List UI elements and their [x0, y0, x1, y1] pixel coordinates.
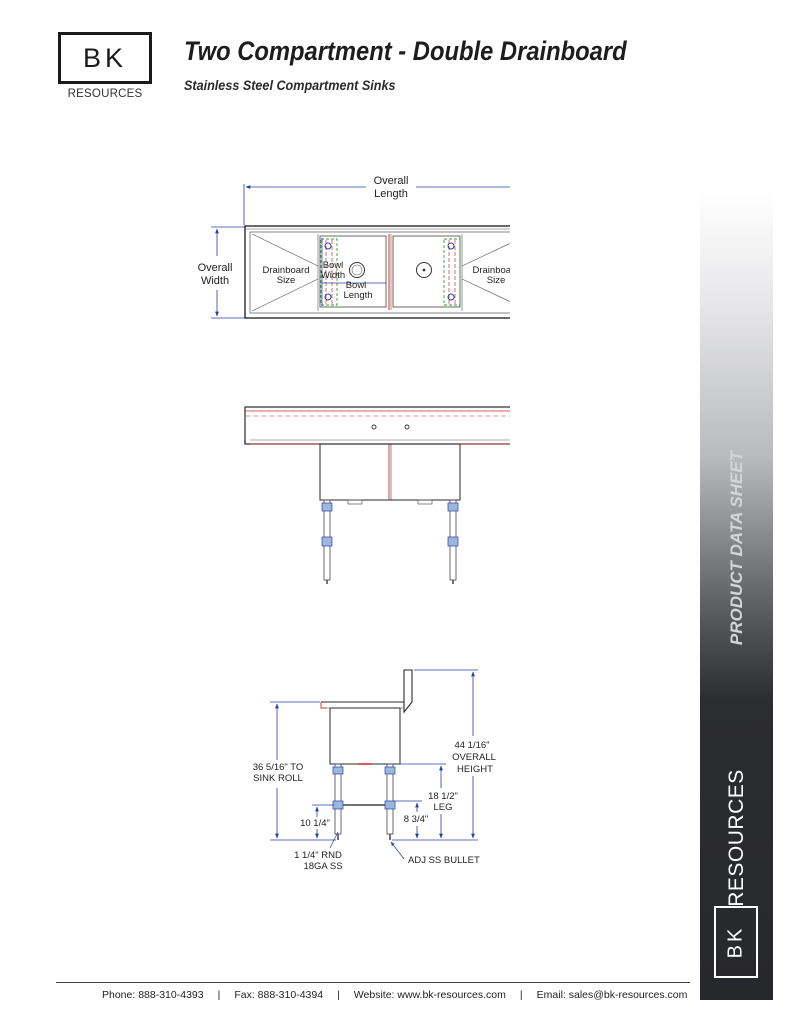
- bowl-width-label-1: Bowl: [323, 260, 344, 271]
- dim-10-1-4-label: 10 1/4": [300, 818, 330, 829]
- bowl-length-label-2: Length: [343, 290, 372, 301]
- drainboard-right-label-2: Size: [487, 275, 505, 286]
- bk-logo: BK: [58, 32, 152, 84]
- footer-contact: Phone: 888-310-4393 | Fax: 888-310-4394 | We…: [102, 989, 687, 1001]
- drainboard-left-label-2: Size: [277, 275, 295, 286]
- overall-width-label-1: Overall: [198, 262, 233, 274]
- side-logo: BK: [714, 906, 758, 978]
- overall-length-label-2: Length: [374, 188, 408, 200]
- overall-length-label-1: Overall: [374, 175, 409, 187]
- adj-ss-bullet-label: ADJ SS BULLET: [408, 855, 480, 866]
- footer-separator: |: [519, 989, 523, 1001]
- footer-website-link[interactable]: Website: www.bk-resources.com: [353, 989, 506, 1001]
- overall-width-label-2: Width: [201, 275, 229, 287]
- page-title: Two Compartment - Double Drainboard: [184, 36, 627, 66]
- leg-tube-label-2: 18GA SS: [303, 861, 342, 872]
- leg-label-2: LEG: [433, 802, 452, 813]
- drainboard-left-label-1: Drainboard: [263, 265, 310, 276]
- footer-email-link[interactable]: Email: sales@bk-resources.com: [536, 989, 688, 1001]
- footer-separator: |: [337, 989, 340, 1001]
- overall-height-label-3: HEIGHT: [457, 764, 493, 775]
- overall-height-label-2: OVERALL: [452, 752, 496, 763]
- dim-8-3-4-label: 8 3/4": [404, 814, 429, 825]
- technical-drawing: Overall Length Overall Width: [198, 175, 511, 872]
- sink-roll-label-1: 36 5/16" TO: [253, 762, 304, 773]
- side-bar: [700, 190, 773, 1000]
- logo-subtext: RESOURCES: [67, 88, 143, 100]
- leg-label-1: 18 1/2": [428, 791, 458, 802]
- top-view: Overall Length Overall Width: [198, 175, 511, 319]
- drainboard-right-label-1: Drainboard: [473, 265, 511, 276]
- overall-height-label-1: 44 1/16": [454, 740, 489, 751]
- footer-divider: [56, 982, 690, 983]
- footer-separator: |: [217, 989, 221, 1001]
- product-data-sheet-label: PRODUCT DATA SHEET: [727, 450, 746, 646]
- footer-phone: Phone: 888-310-4393: [102, 989, 204, 1001]
- bowl-width-label-2: Width: [321, 270, 345, 281]
- page-subtitle: Stainless Steel Compartment Sinks: [184, 77, 396, 93]
- front-view: [244, 406, 510, 584]
- side-view: 36 5/16" TO SINK ROLL 10 1/4" 8 3/4" 18 …: [253, 669, 496, 872]
- leg-tube-label-1: 1 1/4" RND: [294, 850, 342, 861]
- resources-label: RESOURCES: [725, 769, 748, 907]
- bowl-length-label-1: Bowl: [346, 280, 367, 291]
- footer-fax: Fax: 888-310-4394: [234, 989, 324, 1001]
- sink-roll-label-2: SINK ROLL: [253, 773, 303, 784]
